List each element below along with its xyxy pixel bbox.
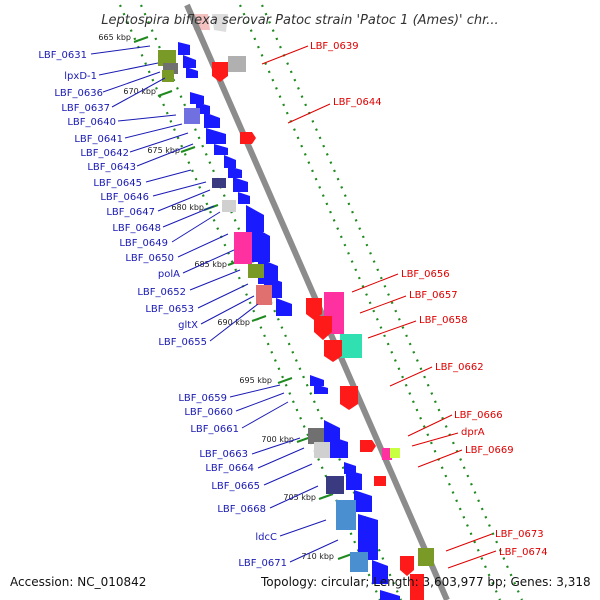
gene-LBF_0656 xyxy=(306,298,322,320)
topology-text: Topology: circular; Length: 3,603,977 bp… xyxy=(261,575,591,589)
gene-LBF_0652 xyxy=(248,264,264,278)
accession-text: Accession: NC_010842 xyxy=(10,575,147,589)
gene-LBF_0662 xyxy=(340,386,358,410)
tick-label-680: 680 kbp xyxy=(171,203,204,212)
label-dprA: dprA xyxy=(461,427,485,438)
label-LBF_0665: LBF_0665 xyxy=(211,481,260,492)
label-LBF_0639: LBF_0639 xyxy=(310,41,359,52)
gene-dprA xyxy=(382,448,392,460)
label-LBF_0666: LBF_0666 xyxy=(454,410,503,421)
label-LBF_0673: LBF_0673 xyxy=(495,529,544,540)
right-leader-lines xyxy=(261,45,497,569)
label-LBF_0650: LBF_0650 xyxy=(125,253,174,264)
label-LBF_0631: LBF_0631 xyxy=(38,50,87,61)
left-leader-lines xyxy=(90,45,339,563)
label-LBF_0642: LBF_0642 xyxy=(80,148,129,159)
map-title: Leptospira biflexa serovar Patoc strain … xyxy=(101,13,498,28)
label-LBF_0668: LBF_0668 xyxy=(217,504,266,515)
tick-label-665: 665 kbp xyxy=(98,33,131,42)
label-LBF_0637: LBF_0637 xyxy=(61,103,110,114)
label-LBF_0640: LBF_0640 xyxy=(67,117,116,128)
label-LBF_0645: LBF_0645 xyxy=(93,178,142,189)
label-polA: polA xyxy=(158,269,180,280)
gene-LBF_0674 xyxy=(418,548,434,566)
gene-LBF_0669 xyxy=(390,448,400,458)
gene-LBF_0673 xyxy=(400,556,414,576)
label-LBF_0643: LBF_0643 xyxy=(87,162,136,173)
label-LBF_0652: LBF_0652 xyxy=(137,287,186,298)
gene-LBF_0639 xyxy=(212,62,228,82)
label-lpxD-1: lpxD-1 xyxy=(64,71,97,82)
minus-strand-genes xyxy=(158,42,400,600)
label-LBF_0658: LBF_0658 xyxy=(419,315,468,326)
tick-label-695: 695 kbp xyxy=(239,376,272,385)
tick-label-710: 710 kbp xyxy=(301,552,334,561)
tick-label-705: 705 kbp xyxy=(283,493,316,502)
label-LBF_0669: LBF_0669 xyxy=(465,445,514,456)
gene-LBF_0663 xyxy=(308,428,324,444)
gene-LBF_0666 xyxy=(360,440,376,452)
gene-LBF_0636 xyxy=(162,70,174,82)
label-LBF_0671: LBF_0671 xyxy=(238,558,287,569)
gene-LBF_0668 xyxy=(326,476,344,494)
label-LBF_0646: LBF_0646 xyxy=(100,192,149,203)
gene-gltX xyxy=(256,285,272,305)
tick-label-675: 675 kbp xyxy=(147,146,180,155)
gene-LBF_0664 xyxy=(314,442,330,458)
gene-LBF_0640 xyxy=(184,108,200,124)
tick-label-700: 700 kbp xyxy=(261,435,294,444)
label-LBF_0662: LBF_0662 xyxy=(435,362,484,373)
label-LBF_0661: LBF_0661 xyxy=(190,424,239,435)
label-LBF_0656: LBF_0656 xyxy=(401,269,450,280)
gene-LBF_0644 xyxy=(240,132,256,144)
right-gene-labels: LBF_0639 LBF_0644 LBF_0656 LBF_0657 LBF_… xyxy=(310,41,548,558)
label-LBF_0649: LBF_0649 xyxy=(119,238,168,249)
gene-LBF_0631 xyxy=(158,50,176,66)
left-gene-labels: LBF_0631 lpxD-1 LBF_0636 LBF_0637 LBF_06… xyxy=(38,50,287,569)
gene-LBF_0646 xyxy=(212,178,226,188)
plus-strand-genes xyxy=(212,56,434,600)
gene-LBF_0671 xyxy=(350,552,368,572)
label-LBF_0641: LBF_0641 xyxy=(74,134,123,145)
label-LBF_0663: LBF_0663 xyxy=(199,449,248,460)
gene-ldcC xyxy=(336,500,356,530)
label-ldcC: ldcC xyxy=(255,532,277,543)
label-LBF_0674: LBF_0674 xyxy=(499,547,548,558)
label-LBF_0664: LBF_0664 xyxy=(205,463,254,474)
tick-label-685: 685 kbp xyxy=(194,260,227,269)
label-LBF_0648: LBF_0648 xyxy=(112,223,161,234)
label-LBF_0647: LBF_0647 xyxy=(106,207,155,218)
label-LBF_0659: LBF_0659 xyxy=(178,393,227,404)
gene-LBF_0648 xyxy=(222,200,236,212)
label-LBF_0657: LBF_0657 xyxy=(409,290,458,301)
label-LBF_0653: LBF_0653 xyxy=(145,304,194,315)
label-LBF_0644: LBF_0644 xyxy=(333,97,382,108)
label-LBF_0636: LBF_0636 xyxy=(54,88,103,99)
gene-LBF_0658 xyxy=(340,334,362,358)
label-LBF_0660: LBF_0660 xyxy=(184,407,233,418)
gene-polA xyxy=(234,232,252,264)
label-gltX: gltX xyxy=(178,320,198,331)
label-LBF_0655: LBF_0655 xyxy=(158,337,207,348)
